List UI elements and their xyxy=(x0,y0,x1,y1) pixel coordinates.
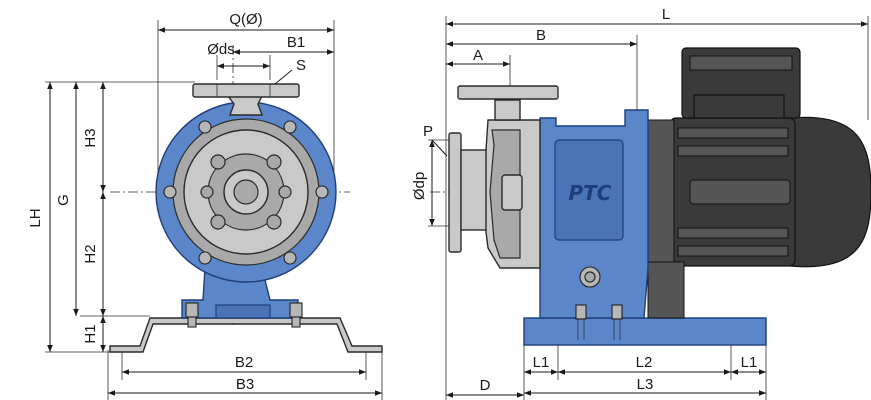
dim-label-l2: L2 xyxy=(636,354,653,371)
dim-label-h2: H2 xyxy=(82,244,99,263)
dim-label-dp: Ødp xyxy=(411,172,428,200)
side-discharge-flange xyxy=(457,85,559,121)
dim-label-s: S xyxy=(296,57,306,74)
dim-label-ds: Øds xyxy=(207,41,235,58)
dim-label-b2: B2 xyxy=(235,354,253,371)
dim-label-d: D xyxy=(480,377,491,394)
dim-label-b: B xyxy=(536,27,546,44)
dim-label-q: Q(Ø) xyxy=(229,11,262,28)
front-discharge-flange xyxy=(192,83,300,116)
side-base-bolts xyxy=(575,304,623,340)
dim-label-h3: H3 xyxy=(82,128,99,147)
dim-label-p: P xyxy=(423,123,433,140)
dim-label-b1: B1 xyxy=(287,34,305,51)
suction-flange xyxy=(448,132,487,253)
side-view: PTC L xyxy=(411,6,871,400)
front-casing xyxy=(155,101,337,283)
pump-casing-side xyxy=(481,119,541,269)
front-view: Q(Ø) B1 Øds S LH G H3 H2 H1 B2 B3 xyxy=(27,11,383,400)
dim-label-h1: H1 xyxy=(82,324,99,343)
dim-label-l3: L3 xyxy=(637,376,654,393)
dim-label-g: G xyxy=(55,194,72,206)
brand-logo: PTC xyxy=(569,181,612,205)
front-base-bracket xyxy=(109,317,383,353)
dim-label-lh: LH xyxy=(27,208,44,227)
dim-label-l: L xyxy=(662,6,670,23)
side-base-rail xyxy=(523,317,767,346)
dim-label-l1-left: L1 xyxy=(533,354,550,371)
front-base-bolts xyxy=(185,302,303,328)
dim-label-l1-right: L1 xyxy=(741,354,758,371)
dim-label-a: A xyxy=(473,47,483,64)
dim-label-b3: B3 xyxy=(236,376,254,393)
motor xyxy=(645,47,871,319)
